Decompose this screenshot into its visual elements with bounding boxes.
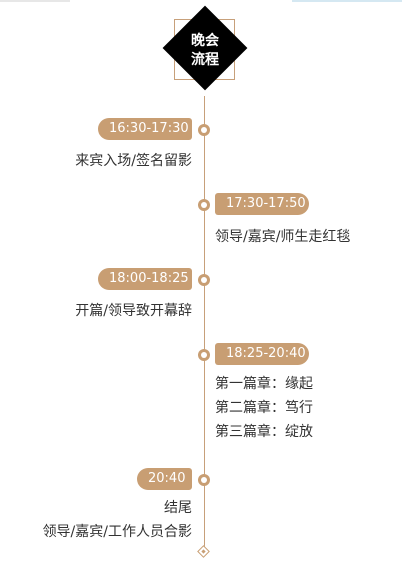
timeline-line bbox=[204, 96, 205, 552]
event-desc-2: 领导/嘉宾/师生走红毯 bbox=[215, 225, 350, 249]
title-line-2: 流程 bbox=[191, 52, 219, 68]
timeline-node-1 bbox=[198, 124, 210, 136]
event-desc-line: 领导/嘉宾/工作人员合影 bbox=[42, 524, 192, 540]
top-border-segment bbox=[292, 0, 402, 2]
time-badge-4: 18:25-20:40 bbox=[215, 343, 309, 365]
timeline-node-2 bbox=[198, 199, 210, 211]
event-desc-3: 开篇/领导致开幕辞 bbox=[75, 299, 192, 323]
title-line-1: 晚会 bbox=[191, 33, 219, 49]
event-desc-line: 第一篇章：缘起 bbox=[215, 376, 313, 392]
event-desc-line: 第二篇章：笃行 bbox=[215, 400, 313, 416]
event-desc-1: 来宾入场/签名留影 bbox=[75, 149, 192, 173]
time-badge-2: 17:30-17:50 bbox=[215, 193, 309, 215]
event-desc-5: 结尾 领导/嘉宾/工作人员合影 bbox=[43, 496, 192, 544]
timeline-node-3 bbox=[198, 274, 210, 286]
event-desc-line: 领导/嘉宾/师生走红毯 bbox=[215, 229, 351, 245]
page-title: 晚会 流程 bbox=[160, 32, 250, 72]
event-desc-line: 来宾入场/签名留影 bbox=[75, 153, 192, 169]
timeline-node-4 bbox=[198, 349, 210, 361]
event-desc-line: 结尾 bbox=[164, 500, 192, 516]
event-desc-line: 开篇/领导致开幕辞 bbox=[75, 303, 192, 319]
top-border bbox=[0, 0, 410, 3]
top-border-segment bbox=[0, 0, 70, 2]
event-desc-4: 第一篇章：缘起 第二篇章：笃行 第三篇章：绽放 bbox=[215, 372, 313, 444]
time-badge-1: 16:30-17:30 bbox=[98, 118, 192, 140]
timeline-node-5 bbox=[198, 474, 210, 486]
event-desc-line: 第三篇章：绽放 bbox=[215, 424, 313, 440]
time-badge-3: 18:00-18:25 bbox=[98, 268, 192, 290]
timeline-end-icon bbox=[197, 545, 210, 558]
time-badge-5: 20:40 bbox=[137, 468, 192, 490]
